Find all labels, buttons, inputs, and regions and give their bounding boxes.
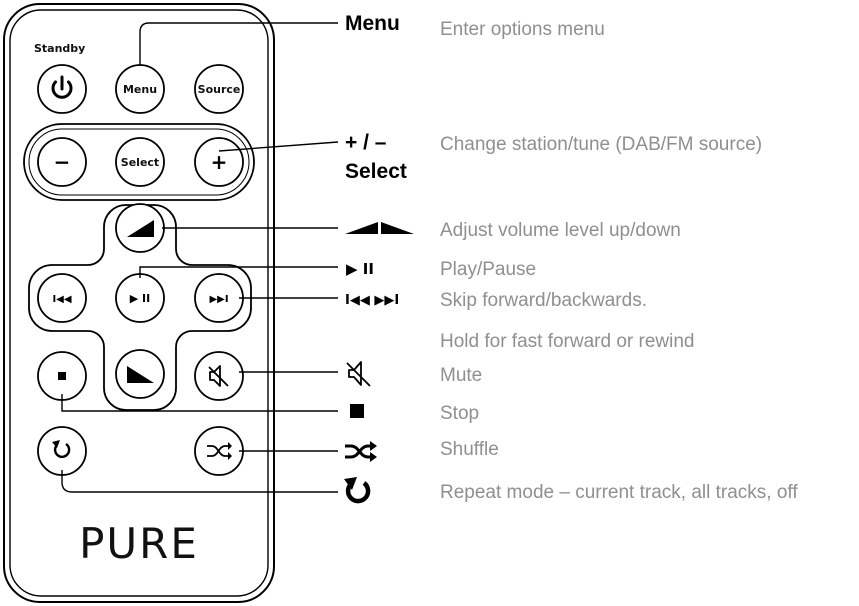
stop-icon — [58, 372, 66, 380]
desc-menu: Enter options menu — [440, 19, 605, 40]
repeat-button[interactable] — [37, 426, 87, 476]
play-pause-icon: ▶ II — [130, 292, 150, 305]
source-button-label: Source — [198, 83, 241, 96]
callout-stop-icon — [350, 404, 364, 418]
previous-icon: I◀◀ — [52, 294, 71, 305]
power-icon — [51, 75, 73, 99]
select-button[interactable]: Select — [115, 137, 165, 187]
desc-volume: Adjust volume level up/down — [440, 220, 681, 241]
next-button[interactable]: ▶▶I — [194, 273, 244, 323]
desc-stop: Stop — [440, 403, 479, 424]
desc-play-pause: Play/Pause — [440, 259, 536, 280]
desc-shuffle: Shuffle — [440, 439, 499, 460]
minus-button[interactable]: − — [37, 137, 87, 187]
remote-body — [3, 3, 275, 603]
shuffle-button[interactable] — [194, 426, 244, 476]
callout-skip-icon: I◀◀ ▶▶I — [345, 293, 399, 308]
plus-icon: + — [211, 150, 228, 174]
leader-lines — [61, 22, 339, 493]
callout-volume-up-down-icon — [345, 222, 414, 234]
menu-button[interactable]: Menu — [115, 64, 165, 114]
callout-repeat-icon — [344, 477, 371, 504]
select-button-label: Select — [121, 156, 159, 169]
volume-up-button[interactable] — [115, 203, 165, 253]
power-button[interactable] — [37, 64, 87, 114]
callout-mute-icon — [346, 361, 371, 387]
desc-skip: Skip forward/backwards. — [440, 290, 647, 311]
desc-plus-minus: Change station/tune (DAB/FM source) — [440, 134, 762, 155]
desc-skip-hold: Hold for fast forward or rewind — [440, 331, 695, 352]
standby-label: Standby — [34, 42, 85, 55]
brand-logo: PURE — [79, 519, 199, 568]
callout-plus-minus-label: + / – — [345, 131, 387, 154]
volume-down-icon — [127, 366, 154, 383]
stop-button[interactable] — [37, 351, 87, 401]
minus-icon: − — [54, 150, 71, 174]
plus-button[interactable]: + — [194, 137, 244, 187]
next-icon: ▶▶I — [209, 294, 228, 305]
callout-select-label: Select — [345, 160, 407, 183]
volume-up-icon — [127, 220, 154, 237]
previous-button[interactable]: I◀◀ — [37, 273, 87, 323]
mute-button[interactable] — [194, 351, 244, 401]
volume-down-button[interactable] — [115, 349, 165, 399]
callout-menu-label: Menu — [345, 12, 400, 35]
desc-repeat: Repeat mode – current track, all tracks,… — [440, 482, 798, 503]
callout-play-pause-icon: ▶ II — [346, 260, 374, 278]
callout-shuffle-icon — [345, 441, 377, 462]
source-button[interactable]: Source — [194, 64, 244, 114]
desc-mute: Mute — [440, 365, 482, 386]
menu-button-label: Menu — [123, 83, 157, 96]
repeat-icon — [52, 440, 71, 458]
shuffle-icon — [207, 442, 232, 460]
mute-icon — [208, 365, 229, 387]
play-pause-button[interactable]: ▶ II — [115, 273, 165, 323]
